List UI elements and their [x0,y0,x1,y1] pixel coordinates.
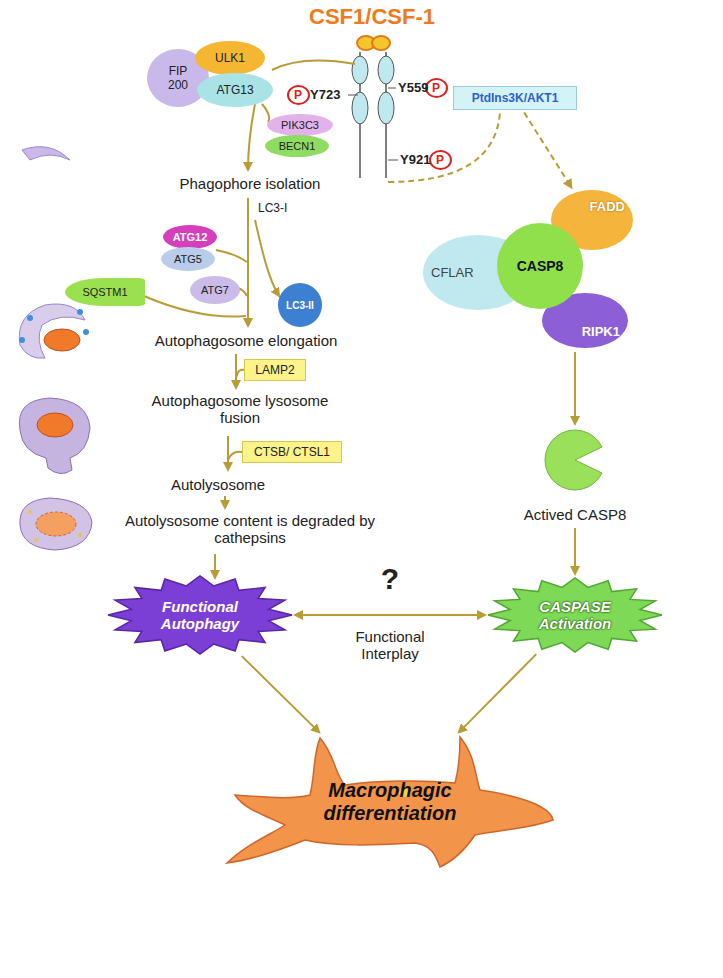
autophagy-figures [19,147,92,550]
node-text: PtdIns3K/AKT1 [472,91,559,105]
active-caspase-symbol [545,430,602,490]
node-text: CFLAR [431,265,474,280]
node-text: CTSB/ CTSL1 [254,445,330,459]
connector-arrow [524,113,571,188]
connector-arrow [295,614,485,616]
outcome-starburst: Functional Autophagy [108,576,292,654]
pathway-box: PtdIns3K/AKT1 [453,86,577,110]
node-text: LC3-II [286,300,314,311]
node-text: CASP8 [517,258,564,274]
protein-label: LC3-I [258,201,287,215]
phosphosite-label: Y723 [310,87,340,102]
protein-circle: LC3-II [278,283,322,327]
protein-ellipse: ATG12 [163,225,217,249]
node-text: PIK3C3 [281,119,319,131]
node-text: LAMP2 [255,363,294,377]
phosphosite-label: Y921 [400,152,430,167]
protein-box: LAMP2 [244,359,306,381]
protein-ellipse: ULK1 [195,41,265,75]
node-text: ATG12 [173,231,208,243]
step-label: Autolysosome content is degraded by cath… [114,512,386,546]
question-mark: ? [370,562,410,596]
phosphosite-label: Y559 [398,80,428,95]
step-label: Autophagosome elongation [126,332,366,349]
node-text: CASPASE Activation [525,598,625,632]
node-text: SQSTM1 [82,286,127,298]
receptor [348,36,398,178]
edge-label: Functional Interplay [342,628,438,662]
node-text: Macrophagic differentiation [305,779,475,825]
node-text: ATG7 [201,284,229,296]
node-text: P [294,88,302,102]
node-text: ATG13 [216,83,253,97]
connector-arrow [459,654,536,732]
node-text: RIPK1 [582,324,620,339]
node-text: ULK1 [215,51,245,65]
protein-ellipse: ATG7 [190,276,240,304]
macrophage-cell: Macrophagic differentiation [225,735,555,870]
node-text: FIP 200 [163,64,193,92]
node-text: ATG5 [174,253,202,265]
protein-ellipse: ATG13 [197,73,273,107]
node-text: P [436,153,444,167]
outcome-starburst: CASPASE Activation [488,578,662,652]
phospho-circle: P [287,85,310,105]
step-label: Autophagosome lysosome fusion [145,392,335,426]
protein-wedge: SQSTM1 [65,278,145,306]
protein-ellipse: PIK3C3 [267,114,333,136]
protein-ellipse: ATG5 [161,247,215,271]
protein-box: CTSB/ CTSL1 [242,441,342,463]
node-text: BECN1 [279,140,316,152]
node-text: P [432,81,440,95]
step-label: Phagophore isolation [150,175,350,192]
protein-circle: CASP8 [497,223,583,309]
connector-arrow [242,656,320,732]
phospho-circle: P [429,150,452,170]
step-label: Actived CASP8 [500,506,650,523]
node-text: Functional Autophagy [145,598,255,632]
node-text: FADD [590,199,625,214]
flow-arrows [144,61,575,578]
title: CSF1/CSF-1 [309,4,435,30]
protein-ellipse: BECN1 [265,135,329,157]
step-label: Autolysosome [148,476,288,493]
